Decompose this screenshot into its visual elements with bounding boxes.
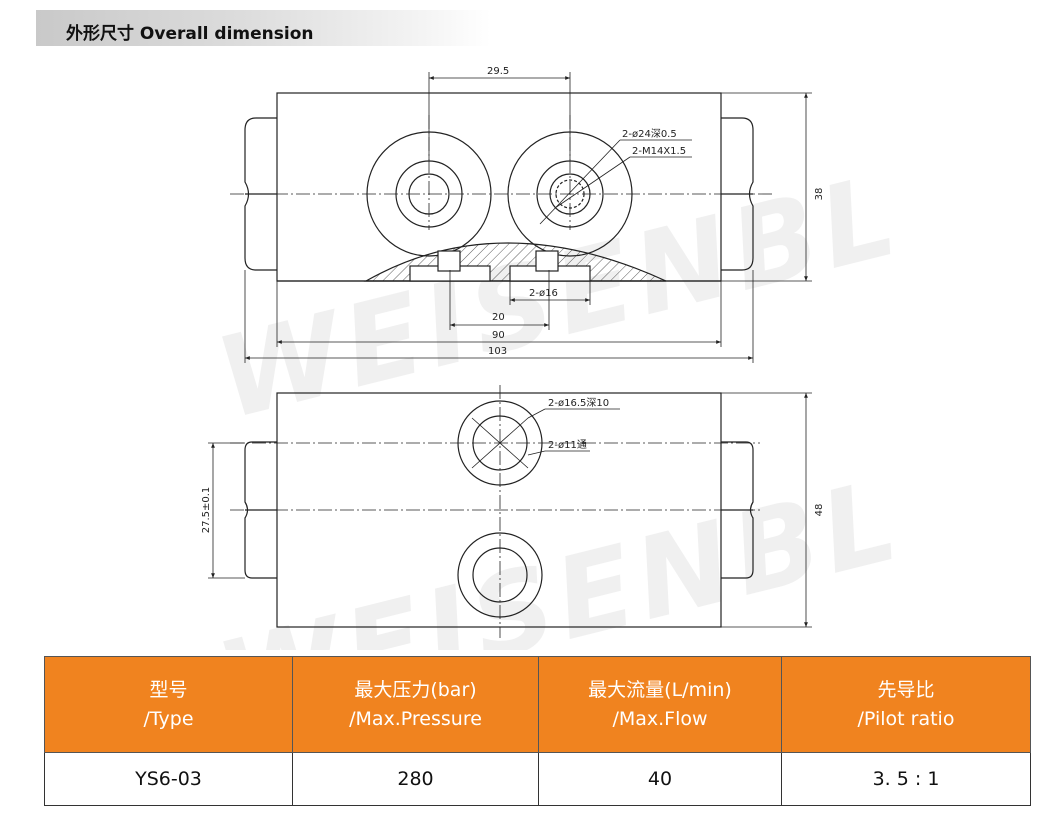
header-pressure: 最大压力(bar) /Max.Pressure (292, 656, 539, 753)
dim-spacing-20: 20 (492, 312, 505, 323)
header-type-en: /Type (143, 707, 194, 730)
header-pilot-cn: 先导比 (877, 678, 935, 701)
header-pressure-en: /Max.Pressure (349, 707, 482, 730)
top-view (230, 72, 812, 363)
callout-port-thread: 2-M14X1.5 (632, 146, 686, 157)
header-type-cn: 型号 (149, 678, 188, 701)
dim-spacing-90: 90 (492, 330, 505, 341)
table-row: YS6-03 280 40 3. 5 : 1 (44, 752, 1031, 806)
dim-port-spacing: 29.5 (487, 66, 509, 77)
cell-flow: 40 (538, 752, 782, 806)
cell-type: YS6-03 (44, 752, 293, 806)
technical-drawing: WEISENBL WEISENBL (201, 66, 914, 650)
dim-height-48: 48 (814, 504, 825, 517)
header-flow: 最大流量(L/min) /Max.Flow (538, 656, 782, 753)
callout-seal-dia: 2-ø16 (529, 288, 558, 299)
bottom-view (208, 385, 812, 638)
section-title: 外形尺寸 Overall dimension (66, 24, 314, 44)
dim-offset: 27.5±0.1 (201, 487, 212, 534)
header-pressure-cn: 最大压力(bar) (354, 678, 477, 701)
callout-hole: 2-ø11通 (548, 439, 587, 451)
callout-counterbore: 2-ø16.5深10 (548, 397, 609, 409)
cell-pilot-ratio: 3. 5 : 1 (781, 752, 1031, 806)
header-flow-en: /Max.Flow (612, 707, 708, 730)
spec-table: 型号 /Type 最大压力(bar) /Max.Pressure 最大流量(L/… (44, 656, 1031, 806)
section-header: 外形尺寸 Overall dimension (36, 10, 491, 46)
header-type: 型号 /Type (44, 656, 293, 753)
cell-pressure: 280 (292, 752, 539, 806)
header-pilot-en: /Pilot ratio (857, 707, 955, 730)
dim-overall-103: 103 (488, 346, 507, 357)
dim-height-38: 38 (814, 188, 825, 201)
spec-header-row: 型号 /Type 最大压力(bar) /Max.Pressure 最大流量(L/… (44, 656, 1031, 753)
watermark-bottom: WEISENBL (206, 455, 914, 650)
callout-port-bore: 2-ø24深0.5 (622, 128, 677, 140)
header-pilot: 先导比 /Pilot ratio (781, 656, 1031, 753)
header-flow-cn: 最大流量(L/min) (588, 678, 732, 701)
